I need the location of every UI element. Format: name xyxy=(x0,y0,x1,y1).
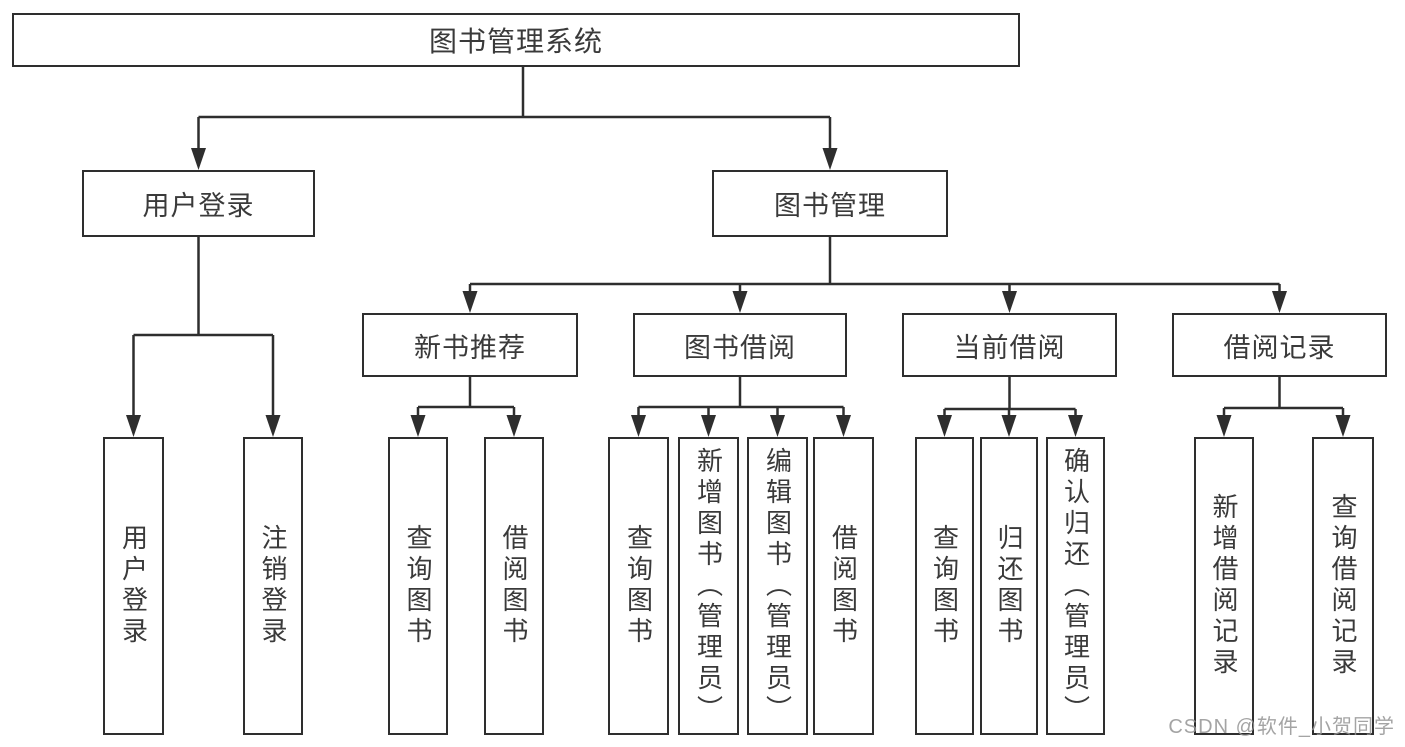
node-label: 确认归还（管理员） xyxy=(1060,446,1091,726)
node-new-book-recommend: 新书推荐 xyxy=(362,313,578,377)
node-label: 查询图书 xyxy=(403,524,433,648)
node-leaf-logout: 注销登录 xyxy=(243,437,303,735)
node-leaf-user-login: 用户登录 xyxy=(103,437,164,735)
node-label: 用户登录 xyxy=(118,524,149,648)
node-leaf-bb-add: 新增图书（管理员） xyxy=(678,437,739,735)
node-leaf-cb-return: 归还图书 xyxy=(980,437,1038,735)
node-leaf-br-query: 查询借阅记录 xyxy=(1312,437,1374,735)
node-book-borrow: 图书借阅 xyxy=(633,313,847,377)
node-user-login: 用户登录 xyxy=(82,170,315,237)
node-leaf-nbr-borrow: 借阅图书 xyxy=(484,437,544,735)
node-label: 新增图书（管理员） xyxy=(693,446,724,726)
node-label: 新书推荐 xyxy=(414,332,526,363)
node-label: 查询图书 xyxy=(929,524,960,648)
node-leaf-nbr-query: 查询图书 xyxy=(388,437,448,735)
node-label: 借阅记录 xyxy=(1223,332,1336,363)
watermark: CSDN @软件_小贺同学 xyxy=(1168,716,1395,738)
node-label: 编辑图书（管理员） xyxy=(762,446,793,726)
node-root: 图书管理系统 xyxy=(12,13,1020,67)
node-borrow-records: 借阅记录 xyxy=(1172,313,1387,377)
node-leaf-br-add: 新增借阅记录 xyxy=(1194,437,1254,735)
node-leaf-cb-confirm: 确认归还（管理员） xyxy=(1046,437,1105,735)
node-label: 归还图书 xyxy=(994,524,1024,648)
node-label: 借阅图书 xyxy=(499,524,529,648)
node-label: 新增借阅记录 xyxy=(1209,493,1239,679)
node-leaf-cb-query: 查询图书 xyxy=(915,437,974,735)
node-label: 图书管理 xyxy=(774,191,886,221)
node-leaf-bb-query: 查询图书 xyxy=(608,437,669,735)
node-book-management: 图书管理 xyxy=(712,170,948,237)
node-leaf-bb-borrow: 借阅图书 xyxy=(813,437,874,735)
node-label: 查询借阅记录 xyxy=(1328,493,1358,679)
node-label: 查询图书 xyxy=(623,524,654,648)
node-label: 用户登录 xyxy=(142,191,255,221)
node-label: 当前借阅 xyxy=(953,332,1066,363)
node-label: 注销登录 xyxy=(258,524,288,648)
node-label: 借阅图书 xyxy=(828,524,859,648)
node-current-borrow: 当前借阅 xyxy=(902,313,1117,377)
node-label: 图书管理系统 xyxy=(428,26,603,57)
node-leaf-bb-edit: 编辑图书（管理员） xyxy=(747,437,808,735)
node-label: 图书借阅 xyxy=(684,332,796,363)
